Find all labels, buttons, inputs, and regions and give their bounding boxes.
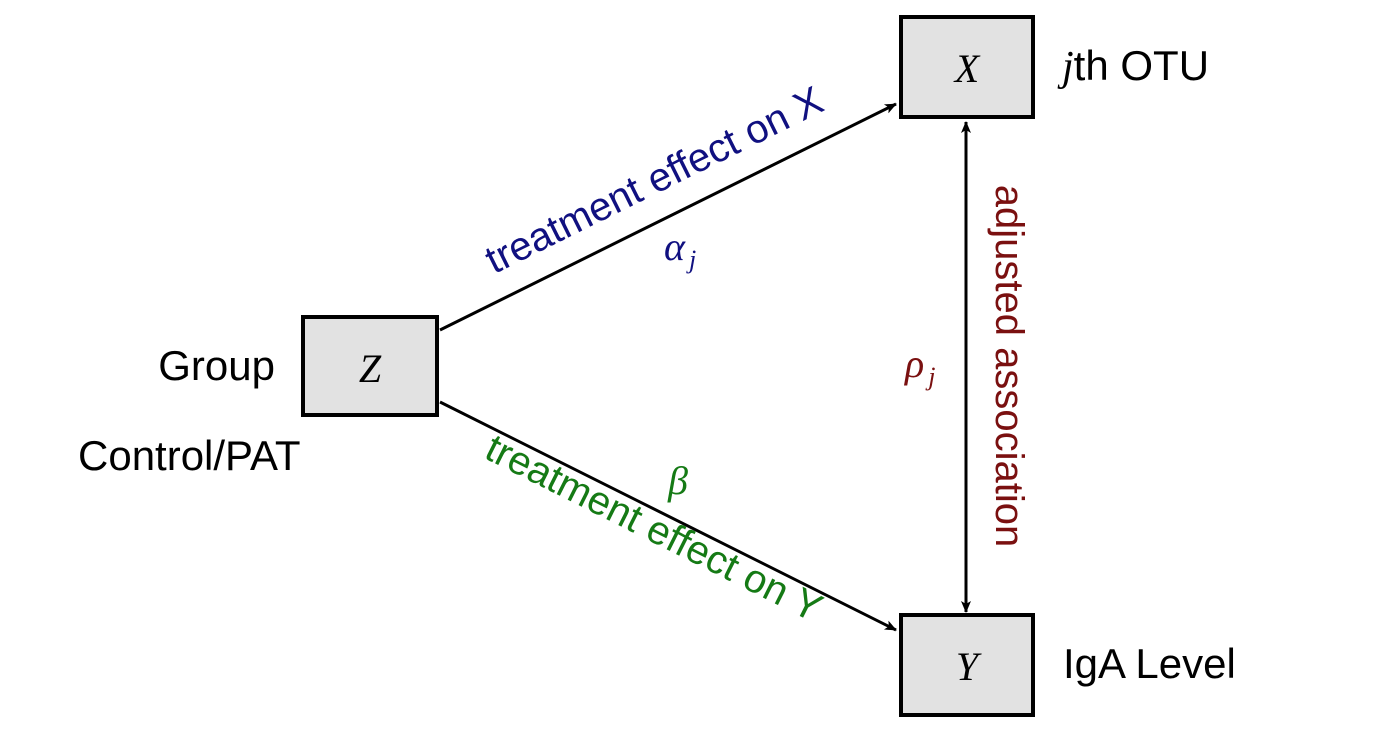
edge-zy-label: treatment effect on Y xyxy=(479,426,829,631)
node-y-box xyxy=(899,613,1035,717)
edge-xy-param-symbol: ρ xyxy=(903,341,924,386)
edge-xy-label: adjusted association xyxy=(987,185,1031,547)
edge-zx-param-sub: j xyxy=(686,245,696,274)
node-x-box xyxy=(899,15,1035,119)
node-x-symbol: X xyxy=(953,46,981,91)
edge-zx-label: treatment effect on X xyxy=(478,78,830,282)
node-z-symbol: Z xyxy=(359,346,382,391)
node-y-label: IgA Level xyxy=(1063,640,1236,687)
node-x-label-text: th OTU xyxy=(1074,42,1209,89)
edge-zy-param: β xyxy=(667,458,688,503)
node-z-label: Group xyxy=(158,342,275,389)
node-x-label-index: j xyxy=(1057,44,1074,90)
node-z-box xyxy=(301,315,439,417)
edge-xy-param-sub: j xyxy=(925,362,935,391)
edge-z-to-y xyxy=(439,400,897,632)
edge-z-to-x xyxy=(439,102,897,332)
node-x-label: jth OTU xyxy=(1057,42,1209,90)
edge-zx-param-symbol: α xyxy=(664,224,686,269)
node-y-symbol: Y xyxy=(956,644,982,689)
node-z-sublabel: Control/PAT xyxy=(78,432,301,479)
